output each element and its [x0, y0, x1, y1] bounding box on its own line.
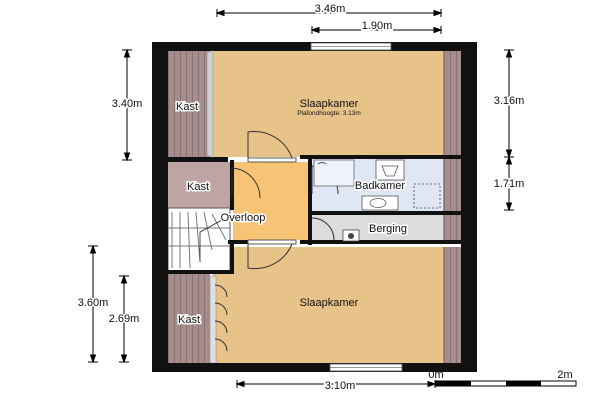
closet-bottom-floor: [168, 274, 210, 364]
landing-floor: [233, 162, 310, 240]
ceiling-height-label: Plafondhoogte: 3.13m: [297, 110, 361, 117]
bathroom-fixtures: [313, 159, 441, 211]
bath-cabinet: [413, 183, 441, 209]
doors: [214, 131, 339, 352]
shower: [313, 159, 355, 187]
closet-bottom-doors: [209, 275, 217, 364]
room-label-berging: Berging: [369, 223, 407, 235]
roof-slope-right-top: [443, 50, 461, 157]
dim-right-upper: 3.16m: [494, 95, 525, 107]
room-label-slaapkamer-bottom: Slaapkamer: [300, 297, 359, 309]
dim-left-lower-inner: 2.69m: [109, 313, 140, 325]
dimension-lines: [88, 9, 514, 388]
scale-label-start: 0m: [428, 369, 443, 381]
closet-top-floor: [168, 50, 210, 157]
dim-bottom-total: 3.10m: [325, 380, 356, 392]
boiler-icon: [342, 229, 360, 242]
room-label-kast-bottom: Kast: [178, 314, 200, 326]
roof-slope-right-bottom: [443, 247, 461, 364]
dim-left-lower-total: 3.60m: [78, 297, 109, 309]
closet-top-doors: [206, 51, 214, 157]
windows: [310, 42, 403, 372]
scale-bar: [435, 380, 577, 387]
roof-slope-right-middle: [443, 157, 461, 243]
room-label-overloop: Overloop: [221, 212, 266, 224]
dim-right-middle: 1.71m: [494, 178, 525, 190]
closet-middle-floor: [168, 162, 230, 208]
room-label-slaapkamer-top: Slaapkamer: [300, 98, 359, 110]
room-label-badkamer: Badkamer: [355, 180, 405, 192]
dim-left-upper: 3.40m: [112, 98, 143, 110]
room-label-kast-middle: Kast: [187, 181, 209, 193]
scale-label-end: 2m: [557, 369, 572, 381]
bedroom-bottom-floor: [213, 247, 443, 364]
bedroom-top-floor: [213, 50, 443, 157]
dim-top-window: 1.90m: [362, 20, 393, 32]
dim-top-total: 3.46m: [315, 3, 346, 15]
room-label-kast-top: Kast: [176, 101, 198, 113]
